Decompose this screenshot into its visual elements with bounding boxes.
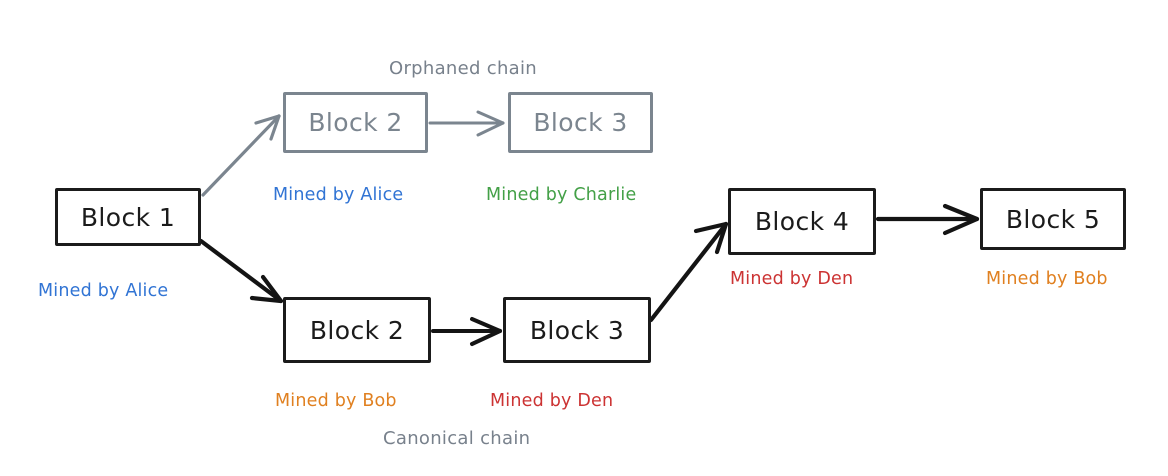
miner-label-block-5: Mined by Bob xyxy=(986,269,1108,289)
miner-label-orphan-block-3: Mined by Charlie xyxy=(486,185,637,205)
block-label: Block 2 xyxy=(308,108,403,137)
block-label: Block 4 xyxy=(754,207,850,236)
arrow-canonical-block2-to-canonical-block3 xyxy=(431,317,502,346)
canonical-block-2[interactable]: Block 2 xyxy=(283,297,431,363)
block-5[interactable]: Block 5 xyxy=(980,188,1126,250)
miner-label-block-4: Mined by Den xyxy=(730,269,854,289)
arrow-canonical-block3-to-block4 xyxy=(648,221,729,323)
arrow-block1-to-orphan-block2 xyxy=(201,114,281,197)
canonical-block-3[interactable]: Block 3 xyxy=(503,297,651,363)
block-label: Block 3 xyxy=(529,315,625,345)
miner-label-canonical-block-2: Mined by Bob xyxy=(275,391,397,411)
miner-label-orphan-block-2: Mined by Alice xyxy=(273,185,404,205)
block-label: Block 5 xyxy=(1005,204,1101,234)
orphan-block-3[interactable]: Block 3 xyxy=(508,92,653,153)
orphan-block-2[interactable]: Block 2 xyxy=(283,92,428,153)
arrow-orphan-block2-to-orphan-block3 xyxy=(428,110,505,137)
orphaned-chain-label: Orphaned chain xyxy=(389,58,538,79)
arrow-block4-to-block5 xyxy=(875,203,980,236)
miner-label-block-1: Mined by Alice xyxy=(38,281,169,301)
arrow-block1-to-canonical-block2 xyxy=(198,238,284,304)
block-label: Block 3 xyxy=(533,108,628,137)
canonical-chain-label: Canonical chain xyxy=(383,428,531,449)
block-1[interactable]: Block 1 xyxy=(55,188,201,246)
block-label: Block 1 xyxy=(80,202,176,232)
block-label: Block 2 xyxy=(309,315,405,345)
miner-label-canonical-block-3: Mined by Den xyxy=(490,391,614,411)
block-4[interactable]: Block 4 xyxy=(728,188,876,255)
